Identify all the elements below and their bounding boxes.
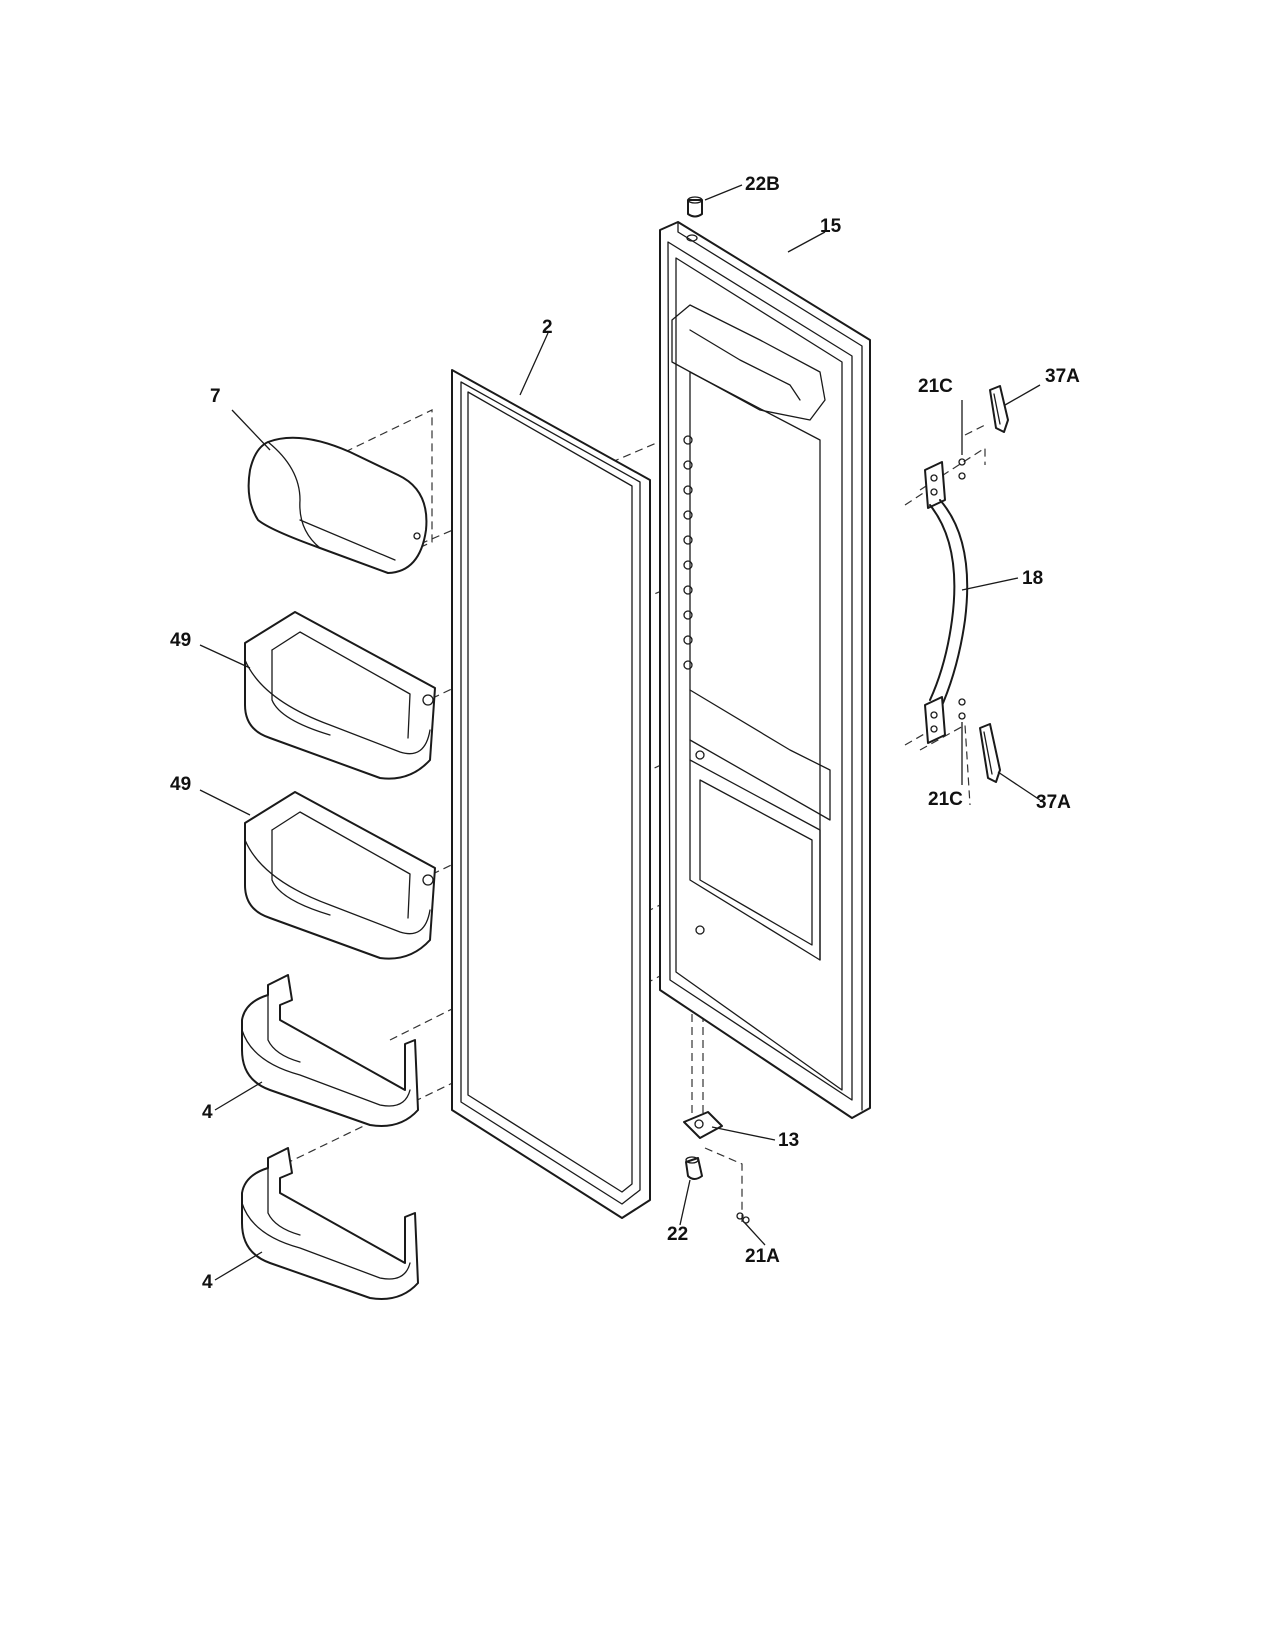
callout-22b: 22B [745,174,780,195]
dairy-door [247,436,428,574]
door-bin-49-top [244,611,436,780]
callout-37a-top: 37A [1045,366,1080,387]
callout-7: 7 [210,386,221,407]
callout-21c-bottom: 21C [928,789,963,810]
callout-22: 22 [667,1224,688,1245]
handle-screws [958,458,966,720]
callout-37a-bottom: 37A [1036,792,1071,813]
hinge-bushing-top [686,196,703,242]
hinge-bushing-bottom [685,1156,703,1180]
callout-4-top: 4 [202,1102,213,1123]
door-bin-49-bottom [244,791,436,960]
door-panel [659,221,871,1119]
bottom-hinge [683,1111,723,1139]
callout-2: 2 [542,317,553,338]
callout-49-bottom: 49 [170,774,191,795]
door-bin-4-top [241,974,419,1127]
door-gasket [451,369,651,1219]
callout-21c-top: 21C [918,376,953,397]
callout-49-top: 49 [170,630,191,651]
callout-21a: 21A [745,1246,780,1267]
callout-4-bottom: 4 [202,1272,213,1293]
callout-labels: 22B 15 2 7 21C 37A 18 49 49 21C 37A 4 4 … [170,174,1080,1293]
shelf-studs [683,435,705,935]
handle-end-cap-bottom [979,723,1001,783]
hinge-screws [736,1212,750,1224]
callout-15: 15 [820,216,842,237]
leader-lines [199,184,1041,1281]
door-bin-4-bottom [241,1147,419,1300]
callout-18: 18 [1022,568,1043,589]
callout-13: 13 [778,1130,799,1151]
handle-end-cap-top [989,385,1009,433]
door-handle [924,461,969,744]
